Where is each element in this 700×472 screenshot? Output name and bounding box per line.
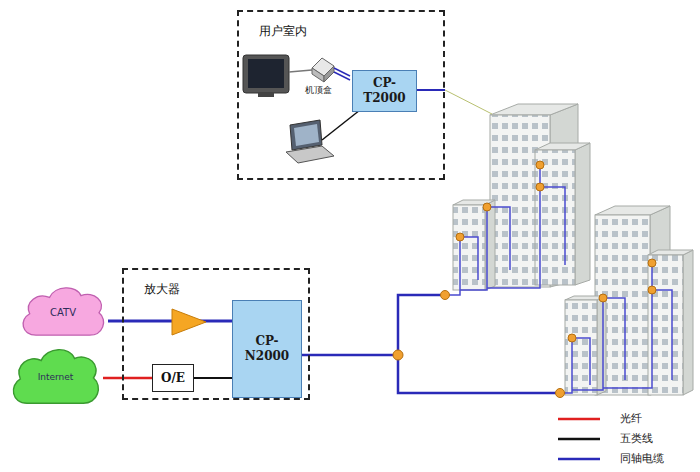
legend-line <box>558 438 600 441</box>
device-label: 机顶盒 <box>305 84 332 97</box>
node-text: CATV <box>50 307 76 318</box>
network-cloud: CATV <box>18 282 108 342</box>
cable-connector <box>103 377 152 380</box>
tv-icon <box>243 55 289 97</box>
node-text: CP- T2000 <box>359 76 411 106</box>
laptop-icon <box>286 120 334 163</box>
device-box: CP- T2000 <box>352 70 417 112</box>
coax-network <box>300 295 560 393</box>
building-group <box>453 104 590 290</box>
amplifier-zone: 放大器 CP- N2000O/E <box>122 268 310 400</box>
device-box: CP- N2000 <box>232 300 302 398</box>
cable-connector <box>194 377 232 379</box>
building-group <box>565 206 693 395</box>
legend-line <box>558 458 600 461</box>
room-zone: 用户室内 CP- T2000 <box>237 10 445 180</box>
legend-text: 同轴电缆 <box>620 451 664 466</box>
network-cloud: Internet <box>8 343 103 411</box>
drop-cable <box>445 90 492 114</box>
legend-text: 五类线 <box>620 431 653 446</box>
legend-line <box>558 418 600 421</box>
cloud-outline <box>13 350 98 404</box>
node-text: O/E <box>161 371 185 385</box>
node-text: Internet <box>38 372 74 382</box>
drop-cable <box>415 89 445 91</box>
node-text: CP- N2000 <box>241 334 293 364</box>
cloud-outline <box>23 288 104 335</box>
splitter-dot <box>393 161 656 398</box>
zone-heading: 用户室内 <box>259 23 307 40</box>
legend-text: 光纤 <box>620 411 642 426</box>
amplifier-symbol <box>172 309 206 335</box>
lan-cable <box>322 110 360 140</box>
set-top-box-icon <box>312 58 334 82</box>
cable-connector <box>108 320 232 323</box>
tv-cable <box>289 70 312 72</box>
zone-heading: 放大器 <box>144 281 180 298</box>
converter-box: O/E <box>152 364 194 392</box>
stb-cable <box>334 72 350 80</box>
stb-cable <box>334 68 350 76</box>
building-wiring <box>445 165 672 393</box>
